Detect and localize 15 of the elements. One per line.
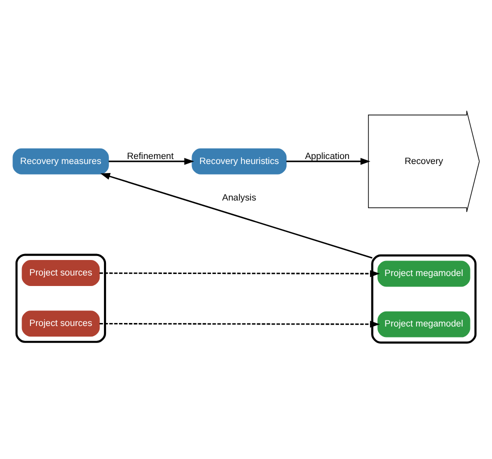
node-box: Project megamodel — [378, 260, 470, 287]
node-box: Recovery measures — [12, 148, 109, 174]
node-box: Project megamodel — [378, 311, 470, 338]
arrow — [99, 270, 380, 278]
arrow — [100, 173, 372, 259]
edge-label: Application — [304, 150, 350, 161]
edge-label: Analysis — [222, 192, 256, 202]
node-box: Project sources — [22, 310, 100, 337]
arrow — [286, 158, 370, 165]
edge-label: Refinement — [126, 150, 174, 161]
node-box: Project sources — [22, 260, 100, 286]
arrow — [99, 320, 380, 328]
arrow — [108, 158, 194, 165]
node-box: Recovery heuristics — [192, 148, 287, 174]
cluster — [15, 254, 106, 343]
